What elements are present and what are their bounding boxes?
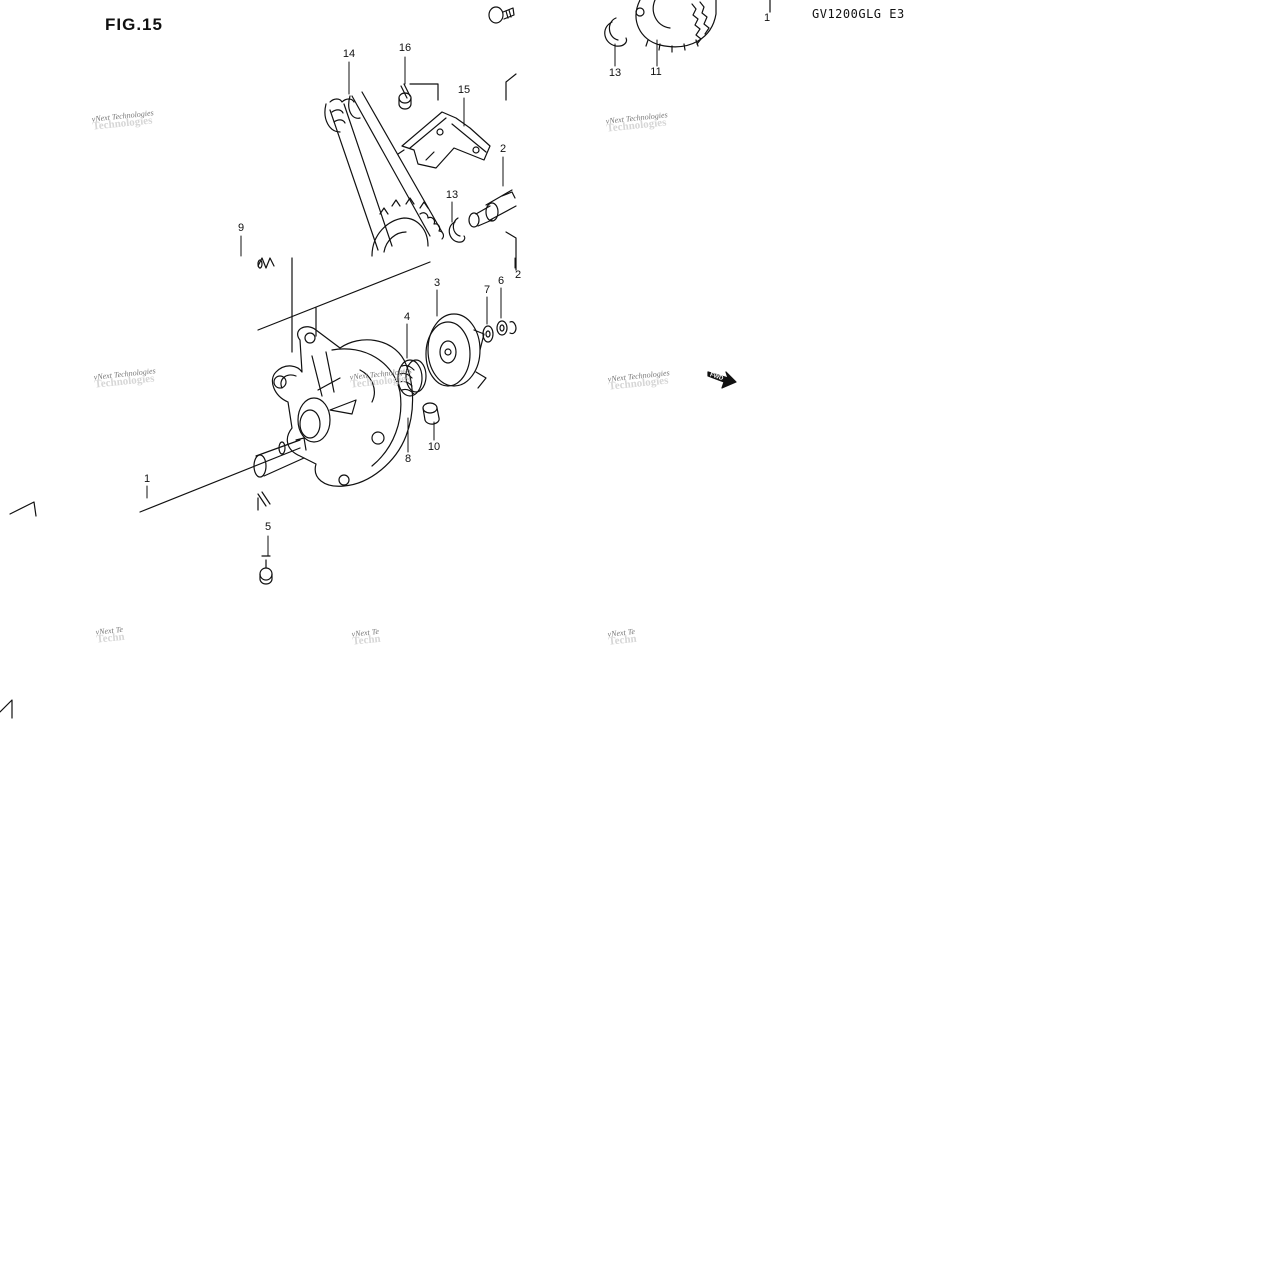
bolt-5: [259, 555, 273, 585]
assembly-guide-lower: [139, 447, 301, 513]
callout-13-mid: 13: [445, 189, 459, 201]
callout-4: 4: [403, 311, 411, 323]
callout-8: 8: [404, 453, 412, 465]
tensioner-bracket-15: [397, 111, 491, 169]
sprocket-11: [635, 0, 717, 53]
impeller-3: [425, 313, 487, 389]
callout-11: 11: [650, 66, 662, 78]
callout-5: 5: [264, 521, 272, 533]
callout-2-upper: 2: [499, 143, 507, 155]
cam-sprocket: [371, 197, 429, 257]
callout-1: 1: [143, 473, 151, 485]
pin: [257, 491, 271, 511]
callout-14: 14: [342, 48, 356, 60]
oil-pump-body: [271, 326, 414, 487]
model-code: GV1200GLG E3: [812, 7, 905, 21]
callout-10: 10: [427, 441, 441, 453]
callout-1-upper: 1: [763, 12, 771, 24]
washer-7: [482, 325, 494, 343]
frame-corner-mid: [505, 231, 517, 271]
spring-9: [257, 257, 275, 269]
callout-2-lower: 2: [514, 269, 522, 281]
callout-16: 16: [398, 42, 412, 54]
svg-text:FWD: FWD: [709, 372, 724, 382]
fwd-arrow-icon: [707, 371, 737, 389]
bushing-10: [422, 402, 440, 425]
bolt-top: [488, 6, 515, 24]
seal-4: [397, 359, 427, 397]
assembly-guide-upper: [257, 261, 431, 331]
cam-chain-14: [324, 91, 445, 251]
frame-corner-upper: [505, 73, 517, 101]
callout-9: 9: [237, 222, 245, 234]
fwd-label: FWD: [709, 372, 724, 382]
leader-lines: [146, 39, 658, 557]
frame-corner-bottom-left: [0, 699, 13, 719]
callout-15: 15: [457, 84, 471, 96]
callout-7: 7: [483, 284, 491, 296]
circlip-13-upper: [604, 17, 628, 47]
bolt-16: [398, 83, 439, 110]
washer-6: [496, 320, 508, 336]
callout-13-upper: 13: [608, 67, 622, 79]
figure-title: FIG.15: [105, 15, 163, 34]
callout-3: 3: [433, 277, 441, 289]
circlip-13-mid: [448, 217, 466, 243]
pump-shaft-1: [253, 437, 307, 478]
idler-shaft-2: [468, 189, 517, 228]
callout-6: 6: [497, 275, 505, 287]
frame-corner-left: [9, 501, 37, 517]
